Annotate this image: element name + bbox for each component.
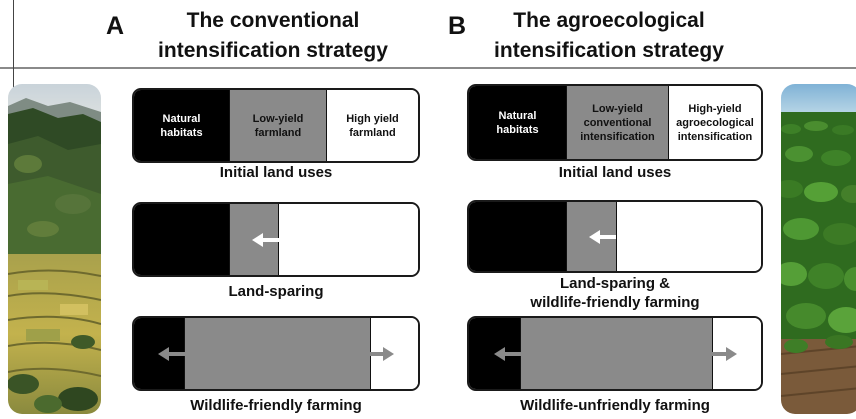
- high-yield-segment: High-yield agroecological intensificatio…: [669, 86, 761, 159]
- high-yield-label: High yield farmland: [346, 112, 399, 139]
- panel-b-initial-caption: Initial land uses: [558, 164, 672, 181]
- panel-b-letter: B: [448, 12, 467, 40]
- low-yield-segment: Low-yield conventional intensification: [566, 86, 669, 159]
- natural-habitats-segment: [469, 202, 566, 271]
- natural-habitats-segment: Natural habitats: [134, 90, 229, 161]
- panel-a-letter: A: [106, 12, 125, 40]
- panel-b-sparing-caption-line2: wildlife-friendly farming: [530, 294, 700, 311]
- low-yield-label: Low-yield farmland: [252, 112, 304, 139]
- panel-b-sparing-bar: [467, 200, 763, 273]
- natural-habitats-segment: Natural habitats: [469, 86, 566, 159]
- right-arrow-icon: [366, 347, 394, 361]
- panel-a-title-line1: The conventional: [186, 9, 360, 32]
- panel-b-unfriendly-bar: [467, 316, 763, 391]
- panel-a-friendly-caption: Wildlife-friendly farming: [190, 397, 362, 414]
- panel-a-friendly-bar: [132, 316, 420, 391]
- natural-habitats-label: Natural habitats: [160, 112, 203, 139]
- left-arrow-icon: [494, 347, 521, 361]
- low-yield-segment: [184, 318, 371, 389]
- right-arrow-icon: [709, 347, 737, 361]
- high-yield-segment: High yield farmland: [327, 90, 418, 161]
- low-yield-segment: [520, 318, 713, 389]
- panel-b-title-line1: The agroecological: [513, 9, 705, 32]
- left-arrow-icon: [589, 230, 616, 244]
- panel-a-sparing-bar: [132, 202, 420, 277]
- panel-a-initial-caption: Initial land uses: [219, 164, 333, 181]
- panel-b-initial-bar: Natural habitats Low-yield conventional …: [467, 84, 763, 161]
- high-yield-segment: [617, 202, 761, 271]
- panel-b-sparing-caption-line1: Land-sparing &: [559, 275, 670, 292]
- panel-a-title-line2: intensification strategy: [158, 39, 388, 62]
- low-yield-label: Low-yield conventional intensification: [580, 102, 655, 143]
- high-yield-label: High-yield agroecological intensificatio…: [676, 102, 754, 143]
- landscape-photo: [8, 84, 101, 414]
- left-arrow-icon: [252, 233, 279, 247]
- left-arrow-icon: [158, 347, 185, 361]
- panel-a-initial-bar: Natural habitats Low-yield farmland High…: [132, 88, 420, 163]
- natural-habitats-segment: [134, 204, 229, 275]
- crop-field-photo: [781, 84, 856, 414]
- low-yield-segment: Low-yield farmland: [229, 90, 327, 161]
- header-divider: [0, 67, 856, 69]
- panel-a-sparing-caption: Land-sparing: [228, 283, 324, 300]
- natural-habitats-label: Natural habitats: [496, 109, 539, 136]
- panel-b-unfriendly-caption: Wildlife-unfriendly farming: [520, 397, 710, 414]
- high-yield-segment: [279, 204, 418, 275]
- panel-b-title-line2: intensification strategy: [494, 39, 724, 62]
